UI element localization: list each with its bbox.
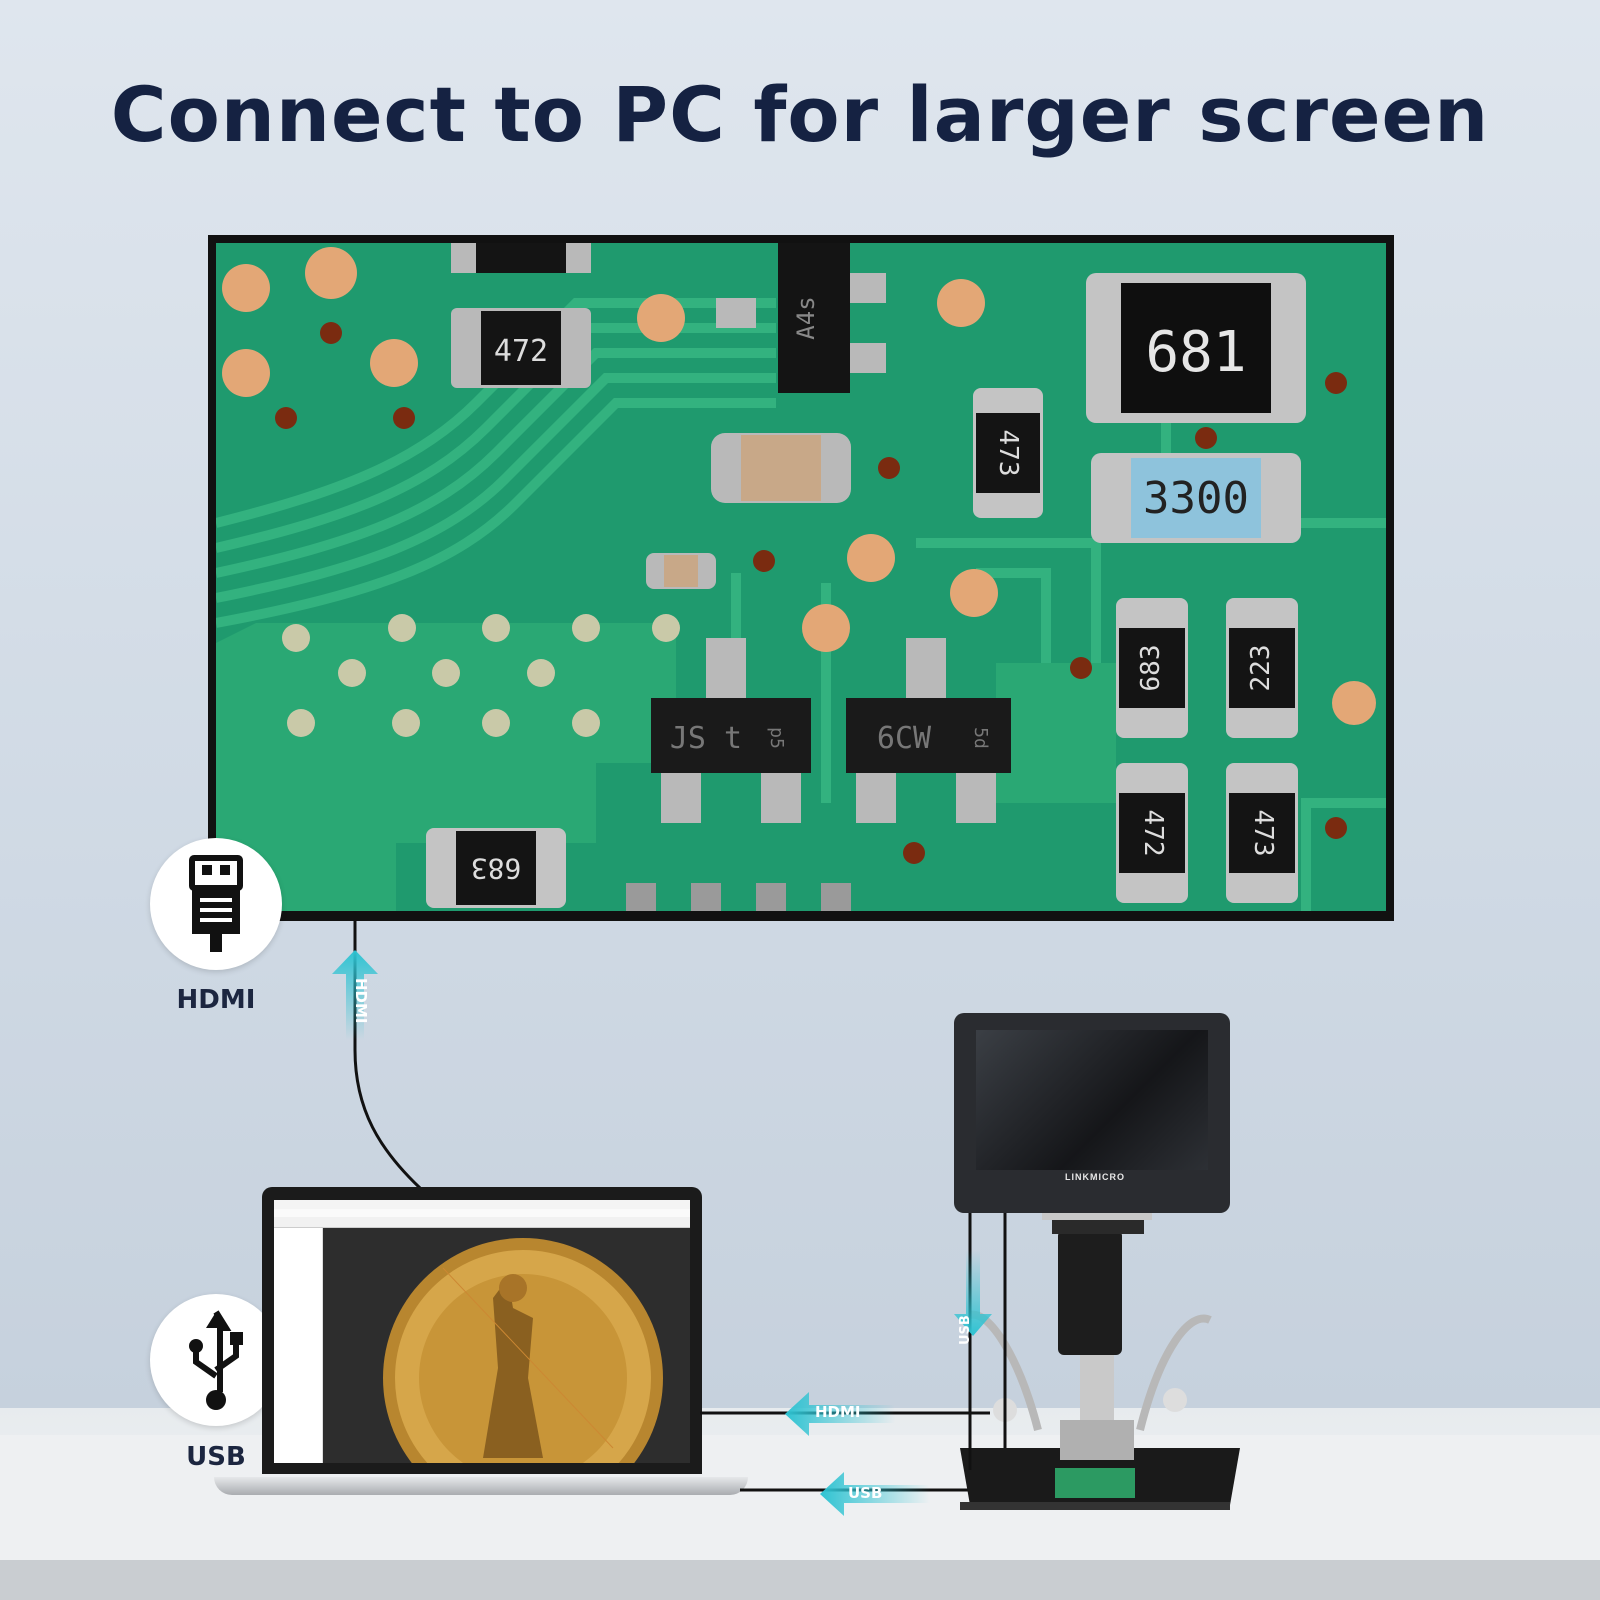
- app-sidebar: [274, 1228, 323, 1463]
- svg-text:472: 472: [1138, 810, 1168, 857]
- microscope-brand: LINKMICRO: [1065, 1172, 1125, 1182]
- resistor-223: 223: [1226, 598, 1298, 738]
- svg-text:472: 472: [494, 334, 548, 369]
- app-titlebar: [274, 1200, 690, 1209]
- microscope-lcd: [976, 1030, 1208, 1170]
- desk-edge: [0, 1560, 1600, 1600]
- hdmi-horizontal-label: HDMI: [815, 1403, 861, 1421]
- capacitor-small: [646, 553, 716, 589]
- app-coin-view: [323, 1228, 690, 1463]
- copper-pads: [222, 247, 1376, 725]
- capacitor-tan: [711, 433, 851, 503]
- svg-text:473: 473: [1248, 810, 1278, 857]
- svg-text:5d: 5d: [970, 727, 991, 749]
- usb-vertical-label: USB: [958, 1315, 973, 1345]
- hdmi-badge: [150, 838, 282, 970]
- left-arrow-icon: [820, 1472, 930, 1516]
- resistor-683-bottom: 683: [426, 828, 566, 908]
- svg-text:683: 683: [471, 852, 522, 885]
- down-arrow-icon: [954, 1250, 992, 1336]
- external-monitor: 472 A4s 681 473: [208, 235, 1394, 921]
- solder-dots: [282, 614, 680, 737]
- svg-text:681: 681: [1145, 320, 1246, 385]
- svg-text:A4s: A4s: [792, 296, 820, 339]
- hdmi-cable-monitor-to-laptop: [353, 920, 422, 1190]
- usb-symbol-icon: [189, 1310, 243, 1410]
- svg-text:223: 223: [1246, 645, 1276, 692]
- laptop-screen: [274, 1200, 690, 1463]
- resistor-472-top: 472: [451, 308, 591, 388]
- sot23-a4s: A4s: [716, 243, 886, 393]
- monitor-screen-pcb-image: 472 A4s 681 473: [216, 243, 1386, 911]
- microscope-stand: [960, 1200, 1240, 1510]
- resistor-top-partial: [451, 243, 591, 273]
- hdmi-connector-icon: [189, 855, 243, 952]
- left-arrow-icon: [785, 1392, 895, 1436]
- usb-badge-label: USB: [186, 1442, 246, 1472]
- svg-text:3300: 3300: [1143, 473, 1249, 524]
- resistor-473: 473: [973, 388, 1043, 518]
- usb-badge: [150, 1294, 282, 1426]
- coin-image: [323, 1228, 690, 1463]
- resistor-473-bottom: 473: [1226, 763, 1298, 903]
- usb-horizontal-label: USB: [848, 1484, 883, 1502]
- hdmi-vertical-label: HDMI: [352, 978, 370, 1024]
- app-menubar: [274, 1209, 690, 1217]
- transistor-jst: JS t p5: [651, 638, 811, 823]
- svg-text:473: 473: [993, 430, 1023, 477]
- svg-text:JS t: JS t: [670, 721, 742, 756]
- resistor-681: 681: [1086, 273, 1306, 423]
- via-holes: [275, 322, 1347, 864]
- up-arrow-icon: [332, 950, 378, 1040]
- resistor-472-bottom: 472: [1116, 763, 1188, 903]
- headline: Connect to PC for larger screen: [110, 70, 1490, 159]
- laptop-base: [214, 1477, 748, 1495]
- svg-text:683: 683: [1136, 645, 1166, 692]
- hdmi-badge-label: HDMI: [176, 985, 256, 1015]
- svg-text:6CW: 6CW: [877, 721, 932, 756]
- resistor-683: 683: [1116, 598, 1188, 738]
- svg-text:p5: p5: [766, 727, 787, 749]
- transistor-6cw: 6CW 5d: [846, 638, 1011, 823]
- app-toolbar: [274, 1217, 690, 1228]
- resistor-3300: 3300: [1091, 453, 1301, 543]
